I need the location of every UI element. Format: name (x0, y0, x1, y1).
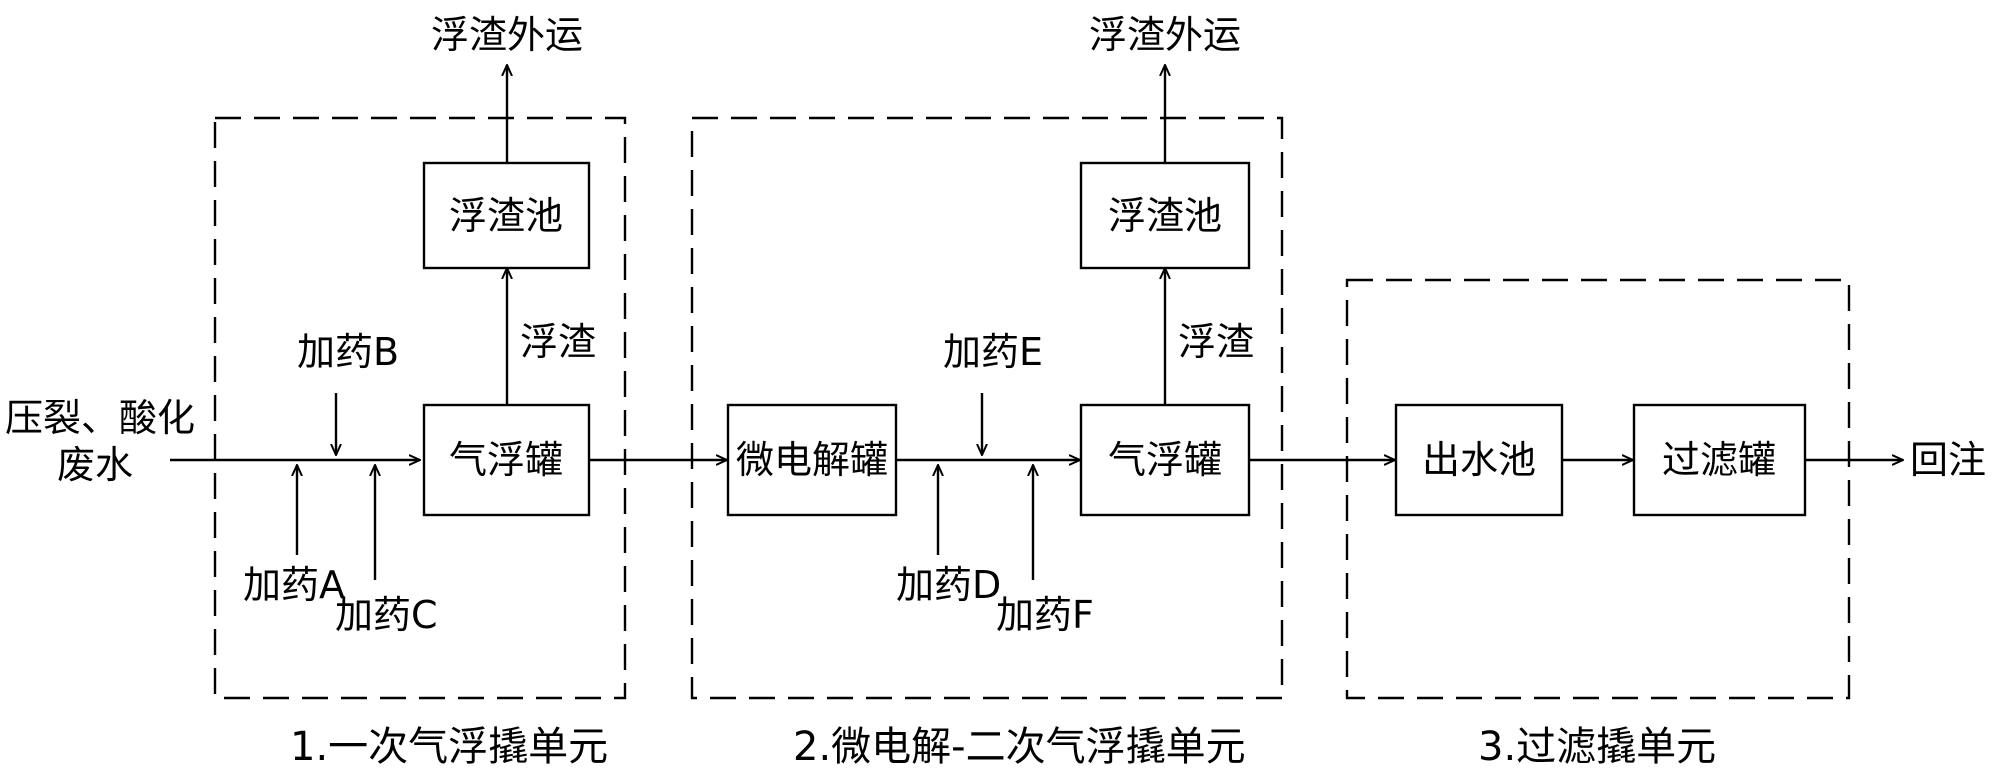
flotation-tank-1-label: 气浮罐 (449, 438, 563, 482)
unit1-caption: 1.一次气浮撬单元 (290, 724, 608, 770)
scum-transport-1-label: 浮渣外运 (431, 13, 583, 57)
scum-pool-2-box (1079, 161, 1251, 270)
scum-transport-2-label: 浮渣外运 (1089, 13, 1241, 57)
scum-2-label: 浮渣 (1178, 320, 1254, 364)
unit2-caption: 2.微电解-二次气浮撬单元 (793, 724, 1246, 770)
flotation-tank-2-label: 气浮罐 (1108, 438, 1222, 482)
scum-1-label: 浮渣 (520, 320, 596, 364)
dosing-d-label: 加药D (896, 563, 1001, 607)
unit3-caption: 3.过滤撬单元 (1478, 724, 1716, 770)
unit2-frame (690, 116, 1284, 700)
outlet-pool-box (1394, 403, 1564, 517)
flotation-tank-2-box (1079, 403, 1251, 517)
scum-pool-1-box (422, 161, 591, 270)
dosing-e-label: 加药E (943, 330, 1043, 374)
dosing-b-label: 加药B (297, 330, 399, 374)
scum-pool-1-label: 浮渣池 (449, 194, 563, 238)
filter-tank-label: 过滤罐 (1662, 438, 1776, 482)
wastewater-input-label-line1: 压裂、酸化 (5, 396, 195, 440)
filter-tank-box (1632, 403, 1807, 517)
wastewater-input-label-line2: 废水 (57, 443, 133, 487)
micro-electrolysis-tank-label: 微电解罐 (736, 438, 888, 482)
dosing-a-label: 加药A (243, 563, 345, 607)
unit1-frame (213, 116, 627, 700)
scum-pool-2-label: 浮渣池 (1108, 194, 1222, 238)
reinjection-output-label: 回注 (1910, 438, 1986, 482)
flotation-tank-1-box (422, 403, 591, 517)
dosing-c-label: 加药C (335, 593, 438, 637)
outlet-pool-label: 出水池 (1422, 438, 1536, 482)
unit3-frame (1345, 278, 1851, 700)
micro-electrolysis-tank-box (726, 403, 898, 517)
dosing-f-label: 加药F (996, 593, 1094, 637)
